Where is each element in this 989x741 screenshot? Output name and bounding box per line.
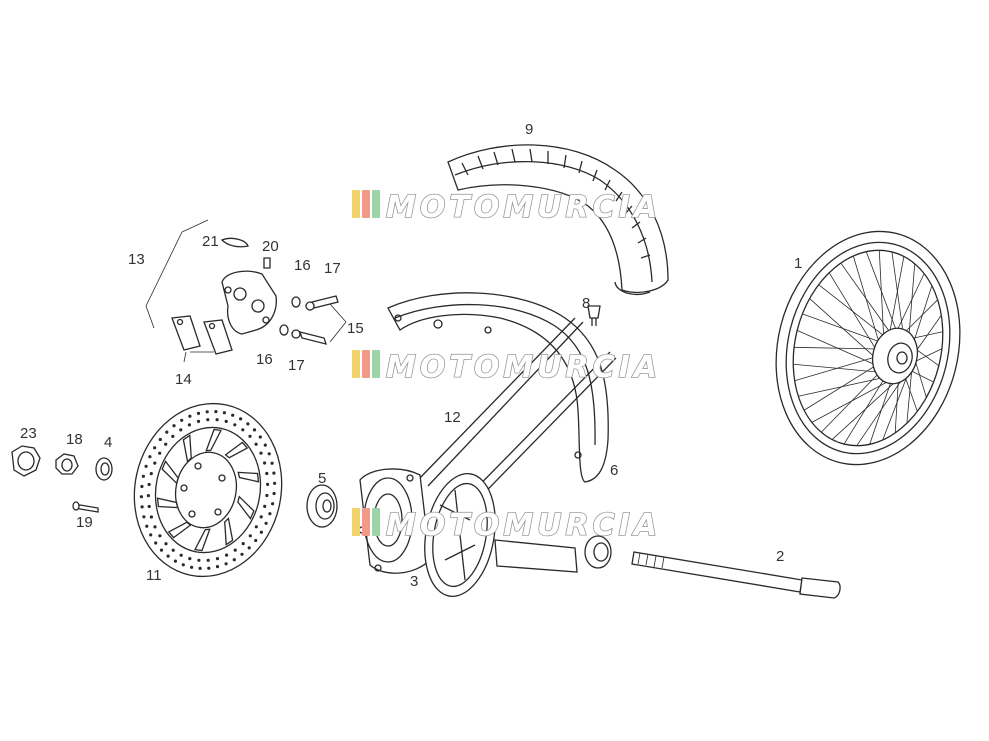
label-part-16a: 16 bbox=[294, 257, 311, 274]
watermark-stripe-yellow bbox=[352, 508, 360, 536]
watermark-stripe-yellow bbox=[352, 190, 360, 218]
label-part-15: 15 bbox=[347, 320, 364, 337]
nut-part-23 bbox=[11, 445, 41, 477]
label-part-18: 18 bbox=[66, 431, 83, 448]
bearing-right-part bbox=[584, 535, 612, 569]
watermark-stripe-red bbox=[362, 508, 370, 536]
watermark-stripe-green bbox=[372, 190, 380, 218]
pin-part-21 bbox=[220, 237, 249, 248]
watermark-stripe-green bbox=[372, 508, 380, 536]
washer-part-4 bbox=[95, 457, 113, 481]
bolt-part-19 bbox=[72, 501, 99, 513]
part-labels: 1 2 3 4 5 6 8 9 11 12 13 14 15 16 16 17 … bbox=[20, 121, 802, 590]
watermark-text: MOTOMURCIA bbox=[386, 190, 661, 225]
axle-part bbox=[631, 551, 841, 599]
label-part-5: 5 bbox=[318, 470, 326, 487]
label-part-6: 6 bbox=[610, 462, 618, 479]
watermark-text: MOTOMURCIA bbox=[386, 508, 661, 543]
caliper-part bbox=[221, 270, 277, 335]
spoked-wheel-part bbox=[775, 230, 961, 466]
label-part-13: 13 bbox=[128, 251, 145, 268]
hub-part bbox=[358, 468, 578, 597]
label-part-16b: 16 bbox=[256, 351, 273, 368]
screw-part-8 bbox=[587, 305, 601, 326]
label-part-20: 20 bbox=[262, 238, 279, 255]
bearing-left-part bbox=[306, 484, 338, 528]
watermark-text: MOTOMURCIA bbox=[386, 350, 661, 385]
caliper-bolts-part bbox=[279, 295, 339, 345]
brake-disc-part bbox=[133, 402, 283, 578]
label-part-9: 9 bbox=[525, 121, 533, 138]
label-part-3: 3 bbox=[410, 573, 418, 590]
label-part-11: 11 bbox=[146, 567, 162, 584]
label-part-23: 23 bbox=[20, 425, 37, 442]
label-part-8: 8 bbox=[582, 295, 590, 312]
watermark-stripe-red bbox=[362, 350, 370, 378]
label-part-12: 12 bbox=[444, 409, 461, 426]
label-part-21: 21 bbox=[202, 233, 219, 250]
watermark-stripe-green bbox=[372, 350, 380, 378]
label-part-17b: 17 bbox=[288, 357, 305, 374]
watermark-bottom: MOTOMURCIA bbox=[352, 507, 661, 544]
label-part-17a: 17 bbox=[324, 260, 341, 277]
tyre-part bbox=[447, 144, 669, 296]
label-part-14: 14 bbox=[175, 371, 192, 388]
watermark-stripe-red bbox=[362, 190, 370, 218]
label-part-19: 19 bbox=[76, 514, 93, 531]
nut-part-18 bbox=[55, 453, 79, 475]
watermark-middle: MOTOMURCIA bbox=[352, 349, 661, 386]
bleed-screw-part-20 bbox=[263, 257, 271, 269]
leader-lines bbox=[145, 219, 347, 363]
label-part-1: 1 bbox=[794, 255, 802, 272]
label-part-4: 4 bbox=[104, 434, 112, 451]
watermark-stripe-yellow bbox=[352, 350, 360, 378]
label-part-2: 2 bbox=[776, 548, 784, 565]
brake-pads-part bbox=[171, 315, 233, 355]
watermark-top: MOTOMURCIA bbox=[352, 189, 661, 226]
